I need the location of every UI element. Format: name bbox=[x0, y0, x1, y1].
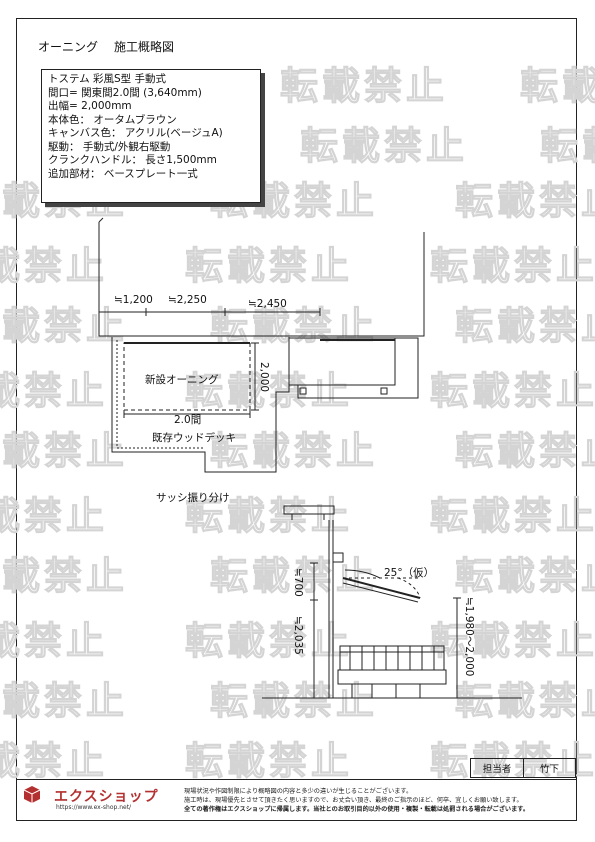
watermark-text: 転載禁止 bbox=[454, 429, 595, 474]
watermark-text: 転載禁止 bbox=[429, 494, 595, 539]
watermark-text: 転載禁止 bbox=[184, 244, 354, 289]
logo-name: エクスショップ bbox=[54, 789, 159, 805]
notice-line: 現場状況や作図制限により概略図の内容と多少の違いが生じることがございます。 bbox=[184, 788, 413, 795]
watermark-text: 転載禁止 bbox=[299, 124, 469, 169]
logo-url[interactable]: https://www.ex-shop.net/ bbox=[56, 804, 132, 811]
deck-railing bbox=[339, 645, 445, 671]
watermark-text: 転載禁止 bbox=[0, 554, 129, 599]
watermark-text: 転載禁止 bbox=[0, 429, 129, 474]
title-part2: 施工概略図 bbox=[114, 40, 175, 54]
watermark-text: 転載禁止 bbox=[539, 124, 595, 169]
spec-line: クランクハンドル： 長さ1,500mm bbox=[48, 154, 217, 166]
watermark-text: 転載禁止 bbox=[454, 554, 595, 599]
width-label: 2.0間 bbox=[174, 414, 202, 426]
person-in-charge-box: 担当者 竹下 bbox=[470, 758, 576, 778]
watermark-text: 転載禁止 bbox=[454, 304, 595, 349]
house-wall bbox=[98, 222, 425, 337]
sash-label: サッシ振り分け bbox=[156, 492, 230, 504]
deck-outline bbox=[111, 337, 290, 473]
watermark-text: 転載禁止 bbox=[454, 679, 595, 724]
watermark-text: 転載禁止 bbox=[0, 619, 109, 664]
person-label: 担当者 bbox=[471, 759, 524, 777]
spec-line: 追加部材： ベースプレート一式 bbox=[48, 167, 198, 180]
dim-label-1: ≒1,200 bbox=[114, 294, 153, 306]
height-label-700: ≒700 bbox=[292, 568, 304, 597]
watermark-text: 転載禁止 bbox=[0, 679, 129, 724]
dim-label-3: ≒2,450 bbox=[248, 298, 287, 310]
box-logo-icon bbox=[23, 786, 41, 803]
watermark-text: 転載禁止 bbox=[429, 244, 595, 289]
watermark-text: 転載禁止 bbox=[429, 739, 595, 784]
notice-line: 全ての著作権はエクスショップに帰属します。当社とのお取引目的以外の使用・複製・転… bbox=[184, 806, 530, 813]
depth-label: 2,000 bbox=[258, 362, 270, 393]
watermark-text: 転載禁止 bbox=[0, 369, 109, 414]
dim-label-2: ≒2,250 bbox=[168, 294, 207, 306]
watermark-text: 転載禁止 bbox=[0, 494, 109, 539]
title-part1: オーニング bbox=[38, 40, 99, 54]
watermark-text: 転載禁止 bbox=[184, 739, 354, 784]
footer bbox=[16, 779, 577, 821]
deck-label: 既存ウッドデッキ bbox=[152, 432, 236, 444]
watermark-text: 転載禁止 bbox=[519, 64, 595, 109]
spec-line: 出幅= 2,000mm bbox=[48, 100, 132, 112]
watermark-text: 転載禁止 bbox=[0, 739, 109, 784]
spec-line: 本体色： オータムブラウン bbox=[48, 113, 177, 126]
height-label-2035: ≒2,035 bbox=[292, 616, 304, 655]
person-name: 竹下 bbox=[539, 764, 559, 775]
page-title: オーニング 施工概略図 bbox=[38, 38, 174, 55]
notice-line: 施工時は、現場優先とさせて頂きたく思いますので、お丈合い頂き、最終のご指示のほど… bbox=[184, 797, 523, 804]
watermark-text: 転載禁止 bbox=[209, 679, 379, 724]
awning-arm bbox=[342, 577, 421, 599]
watermark-text: 転載禁止 bbox=[184, 619, 354, 664]
watermark-text: 転載禁止 bbox=[209, 429, 379, 474]
watermark-text: 転載禁止 bbox=[0, 304, 129, 349]
height-label-1980: ≒1,980〜2,000 bbox=[463, 597, 475, 677]
spec-line: キャンバス色： アクリル(ベージュA) bbox=[48, 127, 223, 139]
spec-line: 駆動： 手動式/外観右駆動 bbox=[48, 140, 171, 153]
spec-box: トステム 彩風S型 手動式 間口= 関東間2.0間 (3,640mm) 出幅= … bbox=[41, 69, 261, 203]
drawing-frame bbox=[16, 18, 577, 821]
new-awning-label: 新設オーニング bbox=[145, 374, 219, 386]
spec-line: 間口= 関東間2.0間 (3,640mm) bbox=[48, 86, 202, 99]
watermark-text: 転載禁止 bbox=[454, 179, 595, 224]
watermark-text: 転載禁止 bbox=[209, 554, 379, 599]
watermark-text: 転載禁止 bbox=[184, 494, 354, 539]
bay-window bbox=[288, 337, 396, 386]
watermark-text: 転載禁止 bbox=[279, 64, 449, 109]
spec-line: トステム 彩風S型 手動式 bbox=[48, 73, 167, 85]
angle-label: 25°（仮） bbox=[384, 567, 435, 579]
watermark-text: 転載禁止 bbox=[429, 369, 595, 414]
watermark-text: 転載禁止 bbox=[0, 244, 109, 289]
watermark-text: 転載禁止 bbox=[184, 369, 354, 414]
notice-text: 現場状況や作図制限により概略図の内容と多少の違いが生じることがございます。 施工… bbox=[184, 787, 529, 814]
